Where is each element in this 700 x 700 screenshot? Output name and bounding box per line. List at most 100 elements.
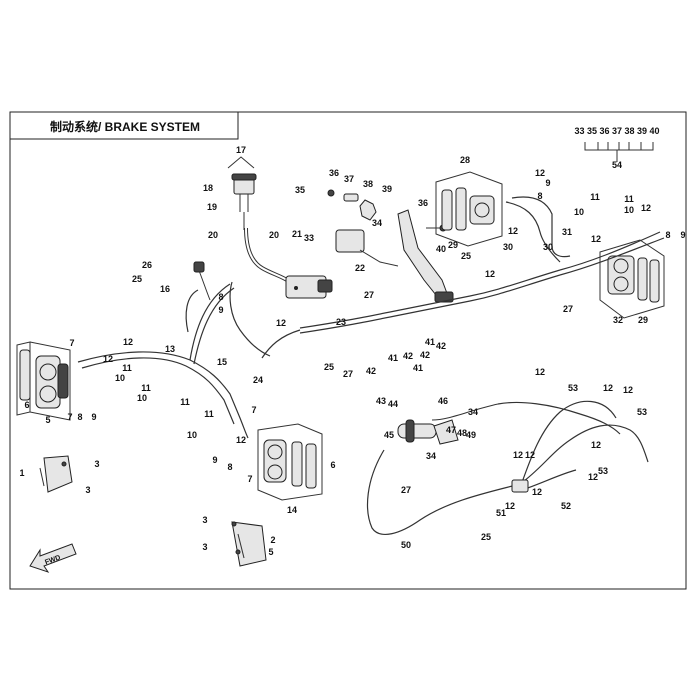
callout-32: 33 35 36 37 38 39 40 [574, 126, 659, 136]
callout-64: 10 [115, 373, 125, 383]
title-box [10, 111, 239, 140]
callout-60: 15 [217, 357, 227, 367]
callout-56: 8 [218, 292, 223, 302]
callout-65: 11 [141, 383, 151, 393]
brake-switch-wire [193, 261, 211, 301]
callout-99: 47 [446, 425, 456, 435]
callout-37: 25 [461, 251, 471, 261]
brake-disc-shield-left [39, 455, 73, 493]
rear-left-brake-caliper [435, 171, 503, 247]
callout-96: 46 [438, 396, 448, 406]
callout-44: 25 [324, 362, 334, 372]
callout-20: 8 [537, 191, 542, 201]
callout-70: 8 [77, 412, 82, 422]
callout-6: 33 [304, 233, 314, 243]
brake-fluid-reservoir [227, 156, 257, 230]
callout-63: 11 [122, 363, 132, 373]
callout-51: 42 [420, 350, 430, 360]
brake-lines [77, 196, 665, 439]
callout-1: 18 [203, 183, 213, 193]
callout-24: 10 [624, 205, 634, 215]
callout-83: 3 [94, 459, 99, 469]
callout-4: 20 [269, 230, 279, 240]
callout-68: 5 [45, 415, 50, 425]
callout-80: 6 [330, 460, 335, 470]
callout-53: 26 [142, 260, 152, 270]
callout-81: 14 [287, 505, 297, 515]
callout-72: 11 [180, 397, 190, 407]
callout-78: 8 [227, 462, 232, 472]
callout-49: 41 [413, 363, 423, 373]
callout-26: 12 [508, 226, 518, 236]
callout-114: 25 [481, 532, 491, 542]
callout-16: 29 [448, 240, 458, 250]
callout-13: 36 [418, 198, 428, 208]
callout-29: 12 [591, 234, 601, 244]
callout-109: 52 [561, 501, 571, 511]
callout-2: 19 [207, 202, 217, 212]
callout-76: 12 [236, 435, 246, 445]
kit-54-bracket [584, 142, 654, 162]
callout-103: 12 [591, 440, 601, 450]
parking-brake-lever [397, 419, 459, 445]
callout-91: 12 [603, 383, 613, 393]
callout-89: 12 [535, 367, 545, 377]
callout-79: 7 [247, 474, 252, 484]
brake-pedal-assembly [327, 189, 454, 303]
callout-75: 7 [251, 405, 256, 415]
brake-disc-shield-right [231, 521, 267, 567]
callout-38: 12 [485, 269, 495, 279]
callout-46: 42 [366, 366, 376, 376]
callout-58: 12 [123, 337, 133, 347]
callout-67: 6 [24, 400, 29, 410]
callout-14: 40 [436, 244, 446, 254]
callout-106: 53 [598, 466, 608, 476]
callout-35: 29 [638, 315, 648, 325]
callout-110: 27 [401, 485, 411, 495]
callout-88: 3 [202, 542, 207, 552]
callout-94: 43 [376, 396, 386, 406]
callout-42: 12 [276, 318, 286, 328]
callout-9: 37 [344, 174, 354, 184]
callout-45: 27 [343, 369, 353, 379]
callout-87: 5 [268, 547, 273, 557]
callout-62: 12 [103, 354, 113, 364]
callout-85: 3 [202, 515, 207, 525]
callout-0: 17 [236, 145, 246, 155]
callout-18: 12 [535, 168, 545, 178]
callout-113: 50 [401, 540, 411, 550]
callout-50: 41 [425, 337, 435, 347]
callout-74: 10 [187, 430, 197, 440]
callout-107: 12 [588, 472, 598, 482]
callout-34: 32 [613, 315, 623, 325]
callout-28: 30 [543, 242, 553, 252]
callout-22: 11 [590, 192, 600, 202]
callout-102: 34 [426, 451, 436, 461]
callout-86: 2 [270, 535, 275, 545]
callout-43: 24 [253, 375, 263, 385]
callout-17: 30 [503, 242, 513, 252]
callout-57: 9 [218, 305, 223, 315]
callout-21: 10 [574, 207, 584, 217]
callout-33: 54 [612, 160, 622, 170]
callout-82: 1 [19, 468, 24, 478]
callout-73: 11 [204, 409, 214, 419]
callout-7: 35 [295, 185, 305, 195]
callout-66: 10 [137, 393, 147, 403]
callout-5: 21 [292, 229, 302, 239]
callout-36: 27 [563, 304, 573, 314]
front-right-brake-caliper [257, 423, 323, 501]
callout-19: 9 [545, 178, 550, 188]
callout-48: 42 [403, 351, 413, 361]
parking-brake-cables [366, 400, 649, 536]
callout-30: 8 [665, 230, 670, 240]
diagram-title: 制动系统/ BRAKE SYSTEM [50, 119, 200, 134]
callout-10: 38 [363, 179, 373, 189]
callout-71: 9 [91, 412, 96, 422]
reservoir-hose [244, 227, 292, 284]
callout-100: 48 [457, 428, 467, 438]
front-left-brake-caliper [16, 341, 71, 421]
callout-47: 41 [388, 353, 398, 363]
